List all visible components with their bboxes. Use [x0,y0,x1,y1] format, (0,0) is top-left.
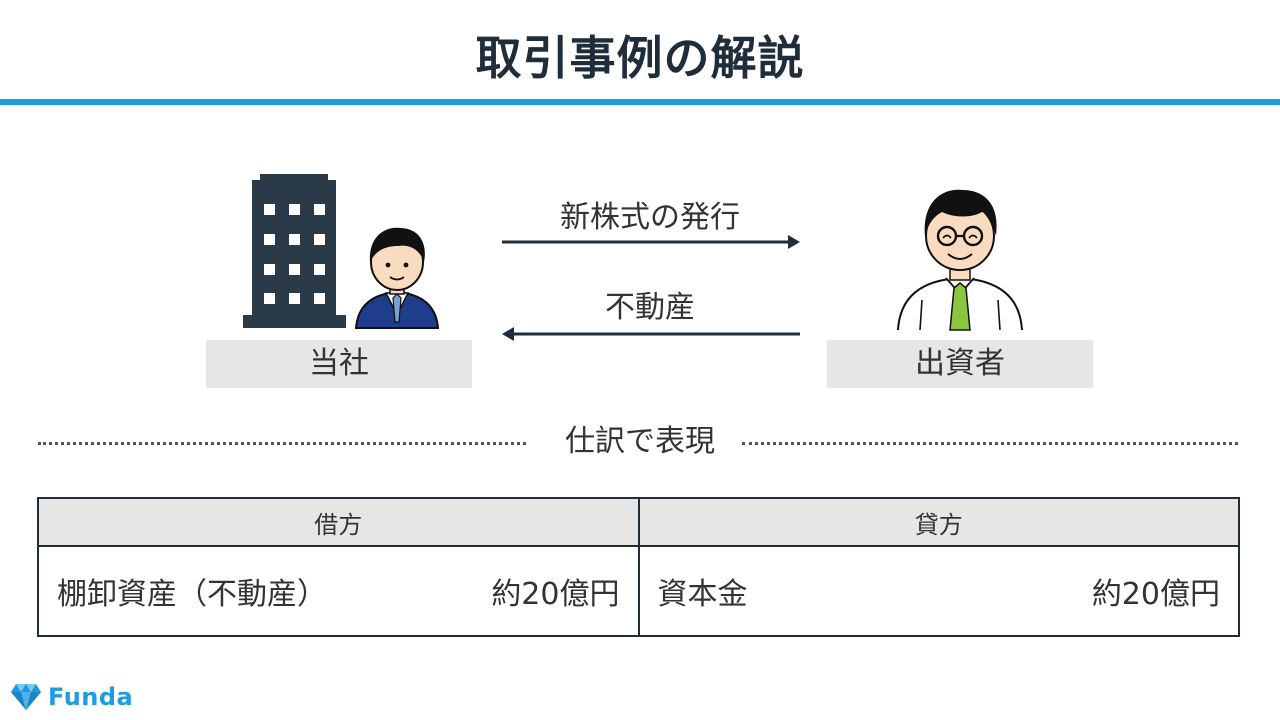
arrow-left-icon [502,327,800,341]
page-title: 取引事例の解説 [475,31,805,85]
debit-header: 借方 [37,497,640,547]
logo-text: Funda [48,683,134,711]
dotted-rule-left [38,442,526,445]
funda-gem-icon [11,684,41,710]
businessman-icon [354,227,440,329]
funda-logo: Funda [10,680,133,714]
table-row: 棚卸資産（不動産） 約20億円 資本金 約20億円 [37,545,1240,637]
table-header-row: 借方 貸方 [37,497,1240,547]
investor-icon [897,189,1023,331]
office-building-icon [243,174,346,328]
investor-label: 出資者 [827,340,1093,388]
credit-amount: 約20億円 [1091,577,1220,612]
debit-cell: 棚卸資産（不動産） 約20億円 [37,545,640,637]
credit-account: 資本金 [657,577,748,612]
dotted-rule-right [742,442,1238,445]
debit-account: 棚卸資産（不動産） [57,577,327,612]
credit-cell: 資本金 約20億円 [637,545,1240,637]
title-underline [0,99,1280,105]
credit-header: 貸方 [637,497,1240,547]
real-estate-label: 不動産 [605,290,695,325]
section-heading: 仕訳で表現 [565,424,715,459]
journal-entry-table: 借方 貸方 棚卸資産（不動産） 約20億円 資本金 約20億円 [37,497,1240,637]
debit-amount: 約20億円 [491,577,620,612]
arrow-right-icon [502,235,800,249]
new-shares-label: 新株式の発行 [560,200,740,235]
company-label: 当社 [206,340,472,388]
